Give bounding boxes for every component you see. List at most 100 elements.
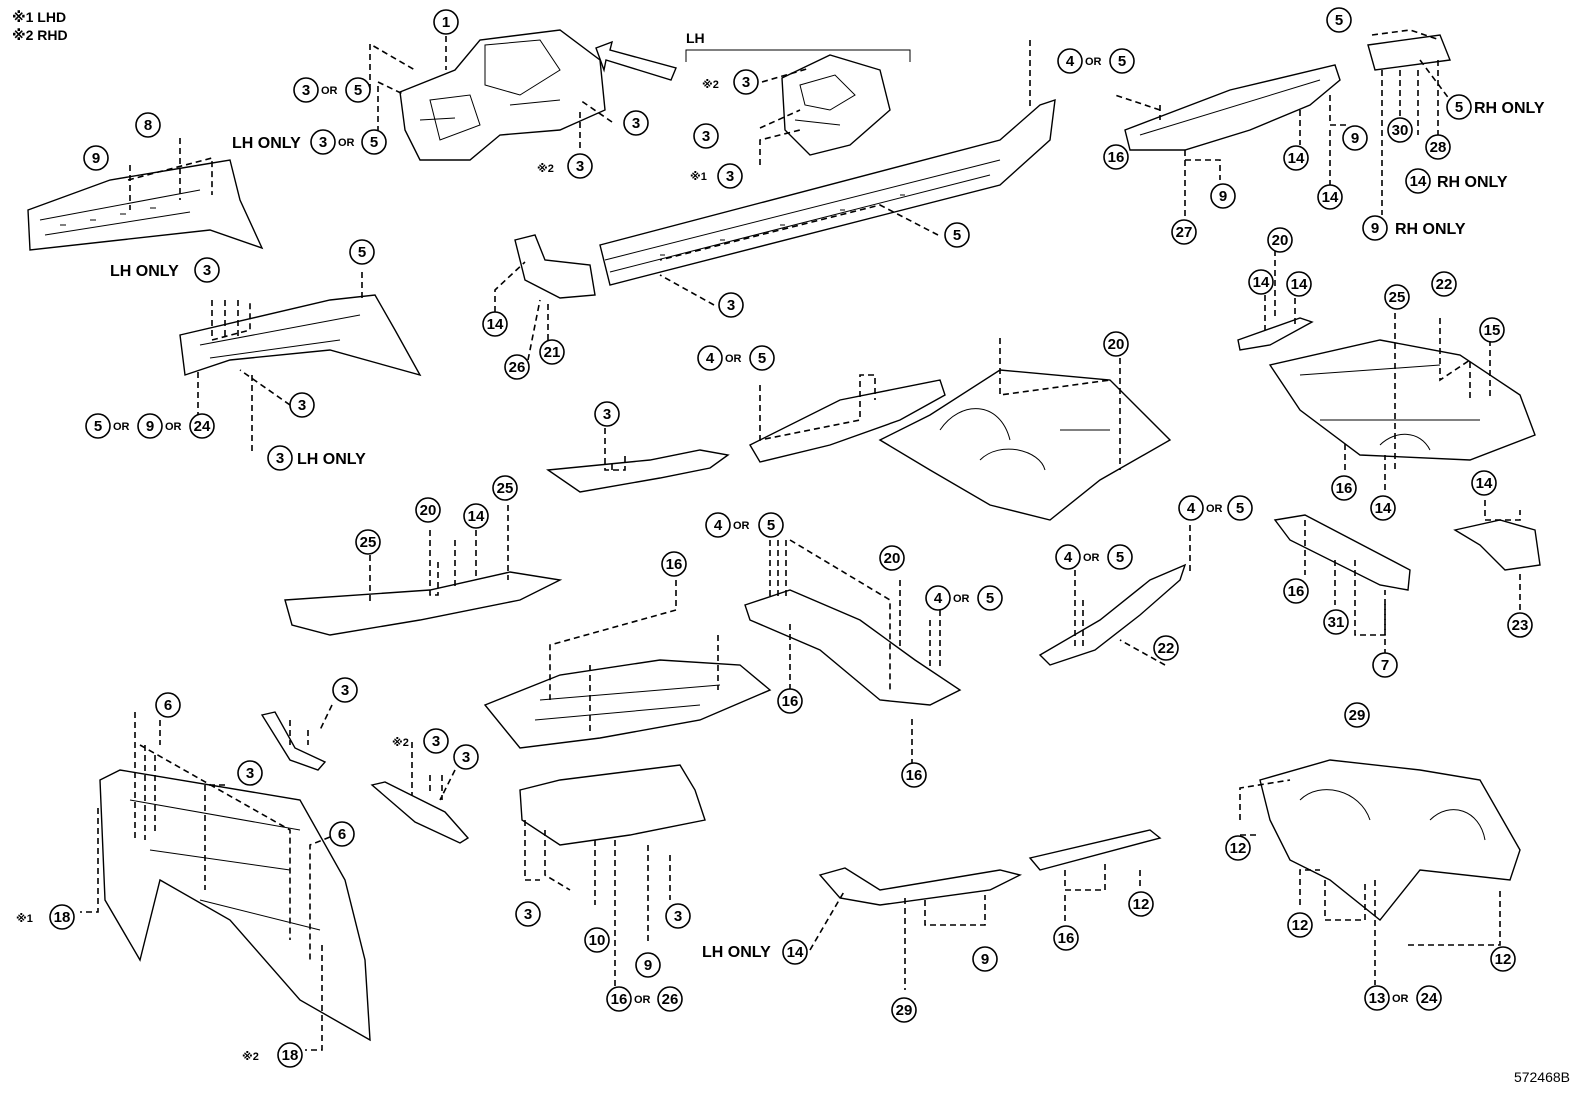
callout-3-or-5-top: 3 OR 5 bbox=[293, 77, 371, 103]
part-rear-suspension-member bbox=[1259, 759, 1521, 921]
callout-18-text: 18 bbox=[54, 909, 71, 926]
callout-4-or-5-cross: 4 OR 5 bbox=[697, 345, 775, 371]
part-dash-bracket-a bbox=[260, 711, 327, 771]
callout-3-text: 3 bbox=[246, 765, 254, 782]
lh-only-text: LH ONLY bbox=[297, 451, 366, 468]
lh-only-text: LH ONLY bbox=[232, 135, 301, 152]
callout-14-right-b: 14 bbox=[1286, 271, 1312, 297]
callout-18-text: 18 bbox=[282, 1047, 299, 1064]
callout-14-text: 14 bbox=[1375, 500, 1392, 517]
part-floor-side-panel bbox=[284, 571, 563, 636]
callout-16-or-26: 16 OR 26 bbox=[606, 986, 683, 1012]
callout-16-text: 16 bbox=[1288, 583, 1305, 600]
callout-3-text: 3 bbox=[603, 406, 611, 423]
callout-3-text: 3 bbox=[276, 450, 284, 467]
callout-4-or-5-center: 4 OR 5 bbox=[705, 512, 784, 538]
callout-1: 1 bbox=[433, 9, 459, 35]
callout-3-text: 3 bbox=[674, 908, 682, 925]
callout-3-toe-a: 3 bbox=[515, 901, 541, 927]
callout-4-text: 4 bbox=[714, 517, 723, 534]
callout-5-text: 5 bbox=[1236, 500, 1244, 517]
callout-3-text: 3 bbox=[432, 733, 440, 750]
part-rear-side-member bbox=[1124, 64, 1341, 151]
rhd-mark: ※2 bbox=[702, 79, 719, 91]
callout-8-text: 8 bbox=[144, 117, 152, 134]
callout-12-sub-a: 12 bbox=[1225, 835, 1251, 861]
callout-4-text: 4 bbox=[934, 590, 943, 607]
callout-9-text: 9 bbox=[981, 951, 989, 968]
callout-9-rear-member: 9 bbox=[1342, 125, 1368, 151]
callout-rhd-3-apron: ※2 3 bbox=[537, 153, 593, 179]
or-text: OR bbox=[321, 85, 338, 97]
or-text: OR bbox=[725, 353, 742, 365]
or-text: OR bbox=[1083, 552, 1100, 564]
callout-3-dash-bracket: 3 bbox=[332, 677, 358, 703]
callout-29-rear-cross: 29 bbox=[1344, 702, 1370, 728]
callout-3-text: 3 bbox=[341, 682, 349, 699]
callout-9-text: 9 bbox=[644, 957, 652, 974]
callout-12-text: 12 bbox=[1292, 917, 1309, 934]
callout-16-text: 16 bbox=[611, 991, 628, 1008]
callout-26-text: 26 bbox=[662, 991, 679, 1008]
part-floor-rail bbox=[1028, 829, 1162, 871]
part-toe-board bbox=[519, 764, 706, 846]
callout-20-text: 20 bbox=[1272, 232, 1289, 249]
callout-4-text: 4 bbox=[1187, 500, 1196, 517]
callout-8: 8 bbox=[135, 112, 161, 138]
callout-5-text: 5 bbox=[1118, 53, 1126, 70]
lhd-mark: ※1 bbox=[690, 171, 707, 183]
callout-25-text: 25 bbox=[360, 534, 377, 551]
part-small-bracket bbox=[514, 234, 596, 299]
callout-14-rear-bracket: 14 bbox=[1471, 470, 1497, 496]
callout-4-or-5-rocker: 4 OR 5 bbox=[1057, 48, 1135, 74]
callout-29-text: 29 bbox=[1349, 707, 1366, 724]
part-floor-tunnel bbox=[483, 659, 772, 749]
callout-5-rocker: 5 bbox=[944, 222, 970, 248]
callout-16-text: 16 bbox=[1108, 149, 1125, 166]
callout-14-text: 14 bbox=[1253, 274, 1270, 291]
or-text: OR bbox=[634, 994, 651, 1006]
callout-20-left: 20 bbox=[415, 497, 441, 523]
callout-20-center: 20 bbox=[879, 545, 905, 571]
callout-27: 27 bbox=[1171, 219, 1197, 245]
callout-10: 10 bbox=[584, 927, 610, 953]
callout-26-bracket: 26 bbox=[504, 354, 530, 380]
rh-only-text: RH ONLY bbox=[1474, 100, 1545, 117]
callout-4-text: 4 bbox=[1066, 53, 1075, 70]
callout-7: 7 bbox=[1372, 652, 1398, 678]
lhd-mark: ※1 bbox=[16, 913, 33, 925]
callout-3-sill: 3 bbox=[594, 401, 620, 427]
callout-16-rear-member: 16 bbox=[1103, 144, 1129, 170]
callout-22-text: 22 bbox=[1436, 276, 1453, 293]
callout-26-text: 26 bbox=[509, 359, 526, 376]
callout-31-text: 31 bbox=[1328, 614, 1345, 631]
callout-14-left: 14 bbox=[463, 503, 489, 529]
callout-3-rocker: 3 bbox=[718, 292, 744, 318]
callout-24-text: 24 bbox=[194, 418, 211, 435]
callout-3-lh-apron: 3 bbox=[693, 123, 719, 149]
part-extension-block bbox=[1367, 34, 1451, 71]
callout-3-toe-b: 3 bbox=[665, 903, 691, 929]
callout-28-text: 28 bbox=[1430, 139, 1447, 156]
part-center-cross-member bbox=[744, 589, 962, 706]
callout-3-dash-b: 3 bbox=[453, 744, 479, 770]
callout-4-or-5-rail-a: 4 OR 5 bbox=[1178, 495, 1253, 521]
callout-16-text: 16 bbox=[782, 693, 799, 710]
or-text: OR bbox=[1206, 503, 1223, 515]
callout-3-text: 3 bbox=[203, 262, 211, 279]
callout-13-text: 13 bbox=[1369, 990, 1386, 1007]
callout-16-tunnel: 16 bbox=[661, 551, 687, 577]
legend-lhd: ※1 LHD bbox=[12, 9, 67, 25]
callout-4-text: 4 bbox=[706, 350, 715, 367]
callout-lh-only-14: LH ONLY 14 bbox=[702, 939, 808, 965]
callout-5-text: 5 bbox=[1455, 99, 1463, 116]
callout-14-right-a: 14 bbox=[1248, 269, 1274, 295]
callout-3-text: 3 bbox=[319, 134, 327, 151]
callout-6-top: 6 bbox=[155, 692, 181, 718]
callout-14-text: 14 bbox=[468, 508, 485, 525]
part-front-side-member bbox=[27, 159, 264, 251]
part-floor-cross-member bbox=[749, 379, 946, 463]
callout-3-text: 3 bbox=[524, 906, 532, 923]
callout-9-text: 9 bbox=[1351, 130, 1359, 147]
callout-16-text: 16 bbox=[666, 556, 683, 573]
